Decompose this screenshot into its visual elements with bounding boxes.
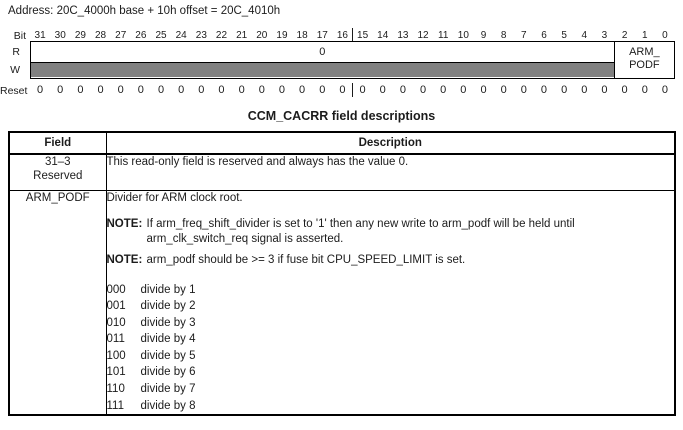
option-meaning: divide by 6 xyxy=(140,366,196,379)
reset-value: 0 xyxy=(339,84,346,96)
option-code: 001 xyxy=(106,300,126,313)
table-row-reserved: 31–3 Reserved This read-only field is re… xyxy=(8,153,676,191)
reset-value: 0 xyxy=(379,84,386,96)
option-meaning: divide by 1 xyxy=(140,283,196,296)
reset-value: 0 xyxy=(319,84,326,96)
field-name: ARM_PODF xyxy=(25,191,90,204)
description-cell-arm-podf: Divider for ARM clock root. NOTE: If arm… xyxy=(105,189,676,417)
option-code: 110 xyxy=(106,383,125,396)
description-cell-reserved: This read-only field is reserved and alw… xyxy=(105,153,676,191)
option-meaning: divide by 5 xyxy=(140,349,196,362)
field-name-line2: PODF xyxy=(629,59,660,71)
write-reserved-shading xyxy=(31,62,614,77)
reset-row-label: Reset xyxy=(0,85,28,97)
reset-value: 0 xyxy=(218,84,225,96)
reset-value: 0 xyxy=(561,84,568,96)
bit-number: 31 xyxy=(34,30,46,41)
reset-value: 0 xyxy=(77,84,84,96)
reset-value: 0 xyxy=(157,84,165,96)
reset-value: 0 xyxy=(500,84,507,96)
reset-value: 0 xyxy=(97,84,104,96)
read-row: 0 xyxy=(31,42,674,62)
divider-option: 000 divide by 1 xyxy=(107,282,675,299)
option-code: 011 xyxy=(106,333,125,346)
divider-option: 101 divide by 6 xyxy=(107,364,675,381)
divider-option: 001 divide by 2 xyxy=(107,298,675,315)
reset-value: 0 xyxy=(278,84,286,96)
field-arm-podf: ARM_ PODF xyxy=(613,42,674,78)
divider-option: 100 divide by 5 xyxy=(107,348,675,365)
option-meaning: divide by 4 xyxy=(140,333,196,346)
note-1-text: If arm_freq_shift_divider is set to '1' … xyxy=(146,217,575,245)
column-header-description: Description xyxy=(105,131,676,155)
note-2-text: arm_podf should be >= 3 if fuse bit CPU_… xyxy=(146,253,466,266)
write-row xyxy=(31,62,674,77)
reset-value: 0 xyxy=(351,83,373,97)
arm-podf-intro: Divider for ARM clock root. xyxy=(106,191,243,204)
divider-option: 011 divide by 4 xyxy=(107,331,675,348)
write-row-label: W xyxy=(10,64,20,76)
reset-value: 0 xyxy=(399,84,406,96)
divider-option: 111 divide by 8 xyxy=(107,398,675,415)
reset-value: 0 xyxy=(440,84,447,96)
table-row-arm-podf: ARM_PODF Divider for ARM clock root. NOT… xyxy=(8,189,676,417)
reserved-description: This read-only field is reserved and alw… xyxy=(106,156,409,168)
reset-value: 0 xyxy=(57,84,64,96)
note-1-label: NOTE: xyxy=(106,217,143,230)
field-bits: 31–3 xyxy=(44,156,71,168)
register-address-line: Address: 20C_4000h base + 10h offset = 2… xyxy=(8,5,281,17)
bit-number: 15 xyxy=(351,28,373,43)
reset-value: 0 xyxy=(520,84,527,96)
option-code: 000 xyxy=(106,283,126,296)
reset-value: 0 xyxy=(137,84,144,96)
field-cell-reserved: 31–3 Reserved xyxy=(8,153,107,191)
reset-value: 0 xyxy=(198,84,205,96)
field-cell-arm-podf: ARM_PODF xyxy=(8,189,107,417)
option-code: 100 xyxy=(106,349,126,362)
column-header-field: Field xyxy=(8,131,107,155)
divider-option: 110 divide by 7 xyxy=(107,381,675,398)
option-code: 010 xyxy=(106,316,126,329)
reserved-read-value: 0 xyxy=(319,46,326,58)
option-code: 111 xyxy=(106,399,124,412)
reset-value: 0 xyxy=(419,84,427,96)
register-diagram: 0 ARM_ PODF xyxy=(30,41,675,79)
reset-value: 0 xyxy=(258,84,265,96)
reset-value: 0 xyxy=(117,84,124,96)
option-meaning: divide by 8 xyxy=(140,399,196,412)
reset-value: 0 xyxy=(178,84,185,96)
option-code: 101 xyxy=(106,366,126,379)
reset-value: 0 xyxy=(480,84,487,96)
divider-options-list: 000 divide by 1 001 divide by 2 010 divi… xyxy=(107,282,675,415)
option-meaning: divide by 2 xyxy=(140,300,196,313)
reset-value: 0 xyxy=(238,84,245,96)
reset-value: 0 xyxy=(299,84,306,96)
reset-value: 0 xyxy=(460,84,467,96)
note-2-label: NOTE: xyxy=(106,253,143,266)
note-2: NOTE: arm_podf should be >= 3 if fuse bi… xyxy=(107,253,675,268)
bit-row-label: Bit xyxy=(13,30,26,42)
divider-option: 010 divide by 3 xyxy=(107,315,675,332)
read-row-label: R xyxy=(12,46,20,58)
table-header-row: Field Description xyxy=(8,131,676,155)
reset-value: 0 xyxy=(621,84,628,96)
field-name-line1: ARM_ xyxy=(629,46,660,58)
option-meaning: divide by 7 xyxy=(140,383,196,396)
reset-value: 0 xyxy=(540,84,548,96)
reset-value: 0 xyxy=(641,84,648,96)
reset-value: 0 xyxy=(581,84,588,96)
reset-value: 0 xyxy=(661,84,668,96)
option-meaning: divide by 3 xyxy=(140,316,196,329)
reset-value: 0 xyxy=(37,84,44,96)
note-1: NOTE: If arm_freq_shift_divider is set t… xyxy=(107,217,675,247)
field-descriptions-table: Field Description 31–3 Reserved This rea… xyxy=(8,131,676,417)
reset-value: 0 xyxy=(601,84,608,96)
table-title: CCM_CACRR field descriptions xyxy=(247,109,436,123)
field-name: Reserved xyxy=(33,170,83,182)
